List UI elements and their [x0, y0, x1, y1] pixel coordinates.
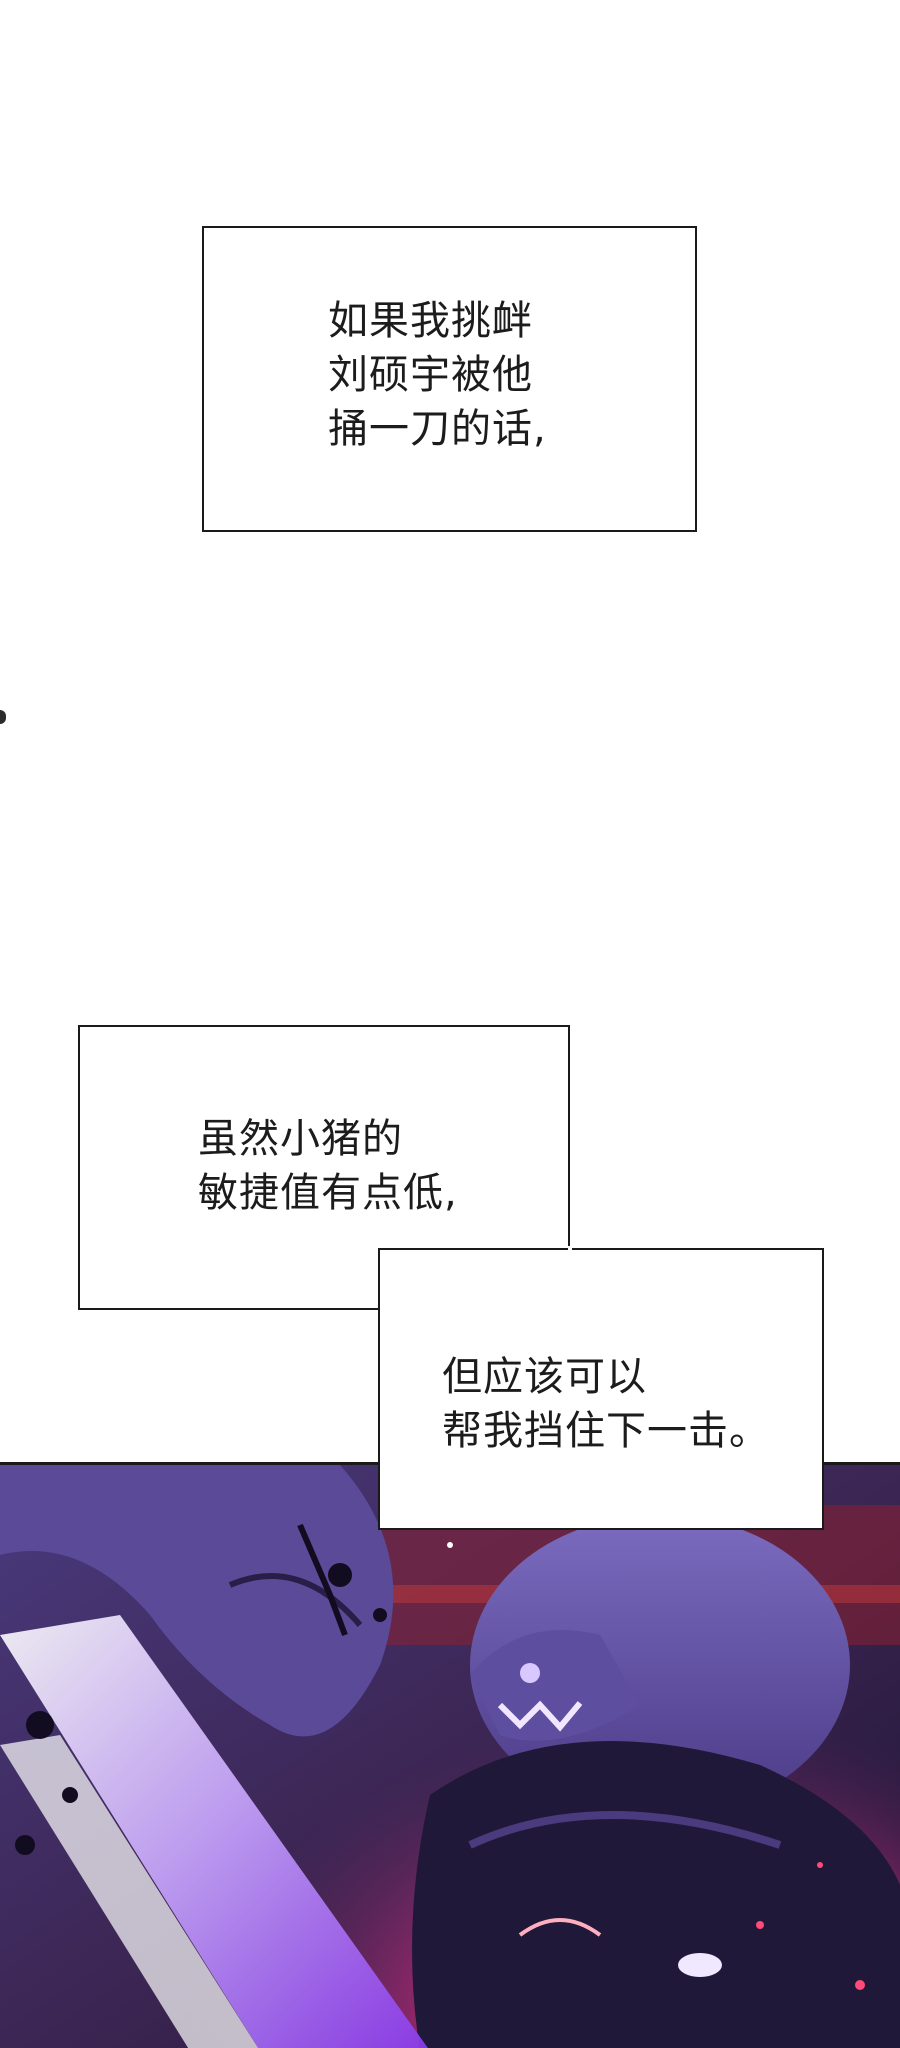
caption-line: 帮我挡住下一击。 [442, 1408, 770, 1454]
caption-line: 虽然小猪的 [198, 1116, 403, 1162]
narration-box-1: 如果我挑衅 刘硕宇被他 捅一刀的话, [202, 226, 697, 532]
caption-line: 敏捷值有点低, [198, 1170, 458, 1216]
comic-illustration [0, 1465, 900, 2048]
caption-line: 刘硕宇被他 [328, 352, 533, 398]
speech-bubble-tail-fragment [0, 710, 6, 724]
narration-box-3: 但应该可以 帮我挡住下一击。 [378, 1248, 824, 1530]
caption-line: 但应该可以 [442, 1354, 647, 1400]
caption-2-edge [568, 1246, 572, 1312]
caption-line: 如果我挑衅 [328, 298, 533, 344]
caption-line: 捅一刀的话, [328, 406, 547, 452]
comic-art-panel [0, 1462, 900, 2048]
